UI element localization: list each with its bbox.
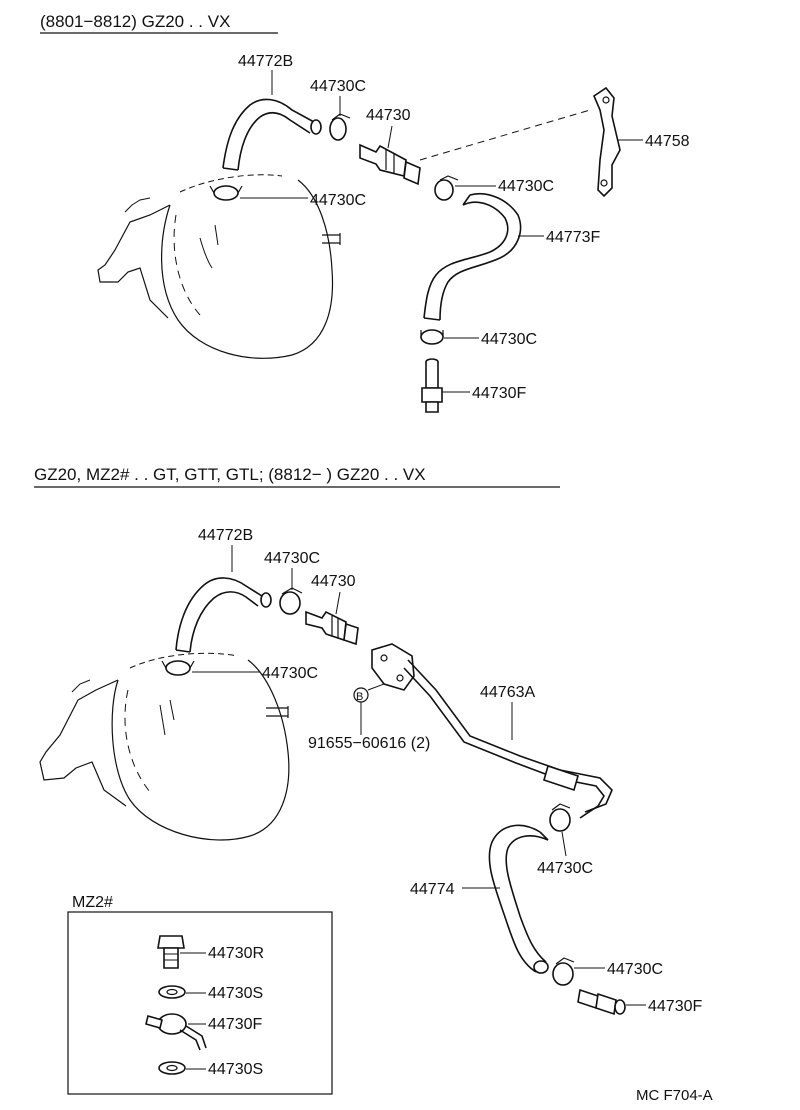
label-union-a: 44730F <box>472 385 526 402</box>
section-a-header: (8801−8812) GZ20 . . VX <box>40 12 230 31</box>
clamp-booster-a <box>209 185 243 201</box>
check-valve-a <box>359 143 421 186</box>
section-a: (8801−8812) GZ20 . . VX <box>40 12 690 413</box>
label-clamp-top-b: 44730C <box>264 550 320 567</box>
label-clamp-top-a: 44730C <box>310 78 366 95</box>
hose-44772b-b <box>175 577 263 651</box>
label-hose-44773f: 44773F <box>546 229 600 246</box>
label-bolt-b: 91655−60616 (2) <box>308 735 430 752</box>
hose-44773f <box>423 201 509 319</box>
clamp-bottom-a <box>420 329 444 345</box>
label-bracket-44758: 44758 <box>645 133 690 150</box>
reference-dashed-line-a <box>419 109 591 161</box>
label-clamp-bottom-a: 44730C <box>481 331 537 348</box>
label-valve-b: 44730 <box>311 573 356 590</box>
clamp-bottom-b <box>552 957 575 986</box>
label-clamp-mid-b: 44730C <box>537 860 593 877</box>
clamp-top-a <box>329 113 351 141</box>
label-union-inset: 44730F <box>208 1016 262 1033</box>
label-pipe-44763a: 44763A <box>480 684 535 701</box>
leader-valve-b <box>335 591 341 615</box>
union-44730f-inset <box>145 1013 207 1051</box>
union-fitting-a <box>421 358 443 413</box>
leader-clamp-mid-b <box>561 831 567 857</box>
inset-frame <box>67 911 333 1095</box>
clamp-right-a <box>434 175 459 201</box>
label-44772b-a: 44772B <box>238 53 293 70</box>
label-washer-bottom: 44730S <box>208 1061 263 1078</box>
bolt-44730r <box>157 935 185 969</box>
check-valve-b <box>305 610 359 646</box>
label-clamp-right-a: 44730C <box>498 178 554 195</box>
label-clamp-bottom-b: 44730C <box>607 961 663 978</box>
brake-booster-b <box>39 652 290 841</box>
hose-44774 <box>488 824 541 973</box>
clamp-top-b <box>279 587 303 615</box>
hose-44772b-a <box>222 98 315 169</box>
section-b: GZ20, MZ2# . . GT, GTT, GTL; (8812− ) GZ… <box>34 465 702 1016</box>
union-fitting-b <box>577 988 626 1016</box>
section-b-header: GZ20, MZ2# . . GT, GTT, GTL; (8812− ) GZ… <box>34 465 426 484</box>
label-clamp-booster-b: 44730C <box>262 665 318 682</box>
clamp-booster-b <box>161 660 195 676</box>
bolt-reference-letter: B <box>356 691 363 703</box>
clamp-mid-b <box>549 803 571 832</box>
figure-code: MC F704-A <box>636 1087 713 1104</box>
washer-top-44730s <box>158 985 186 999</box>
leader-bolt-ref <box>367 683 385 691</box>
label-bolt-44730r: 44730R <box>208 945 264 962</box>
label-clamp-booster-a: 44730C <box>310 192 366 209</box>
leader-valve-a <box>387 125 393 149</box>
inset-title: MZ2# <box>72 894 113 911</box>
label-hose-44774: 44774 <box>410 881 455 898</box>
brake-booster-a <box>97 174 341 359</box>
label-washer-top: 44730S <box>208 985 263 1002</box>
washer-bottom-44730s <box>158 1061 186 1075</box>
label-union-b: 44730F <box>648 998 702 1015</box>
bracket-44758 <box>593 86 621 198</box>
label-valve-a: 44730 <box>366 107 411 124</box>
inset-mz2: MZ2# 44730R 44730S 44730F 44730S <box>67 894 333 1095</box>
label-44772b-b: 44772B <box>198 527 253 544</box>
vacuum-pipe-44763a <box>371 643 613 819</box>
